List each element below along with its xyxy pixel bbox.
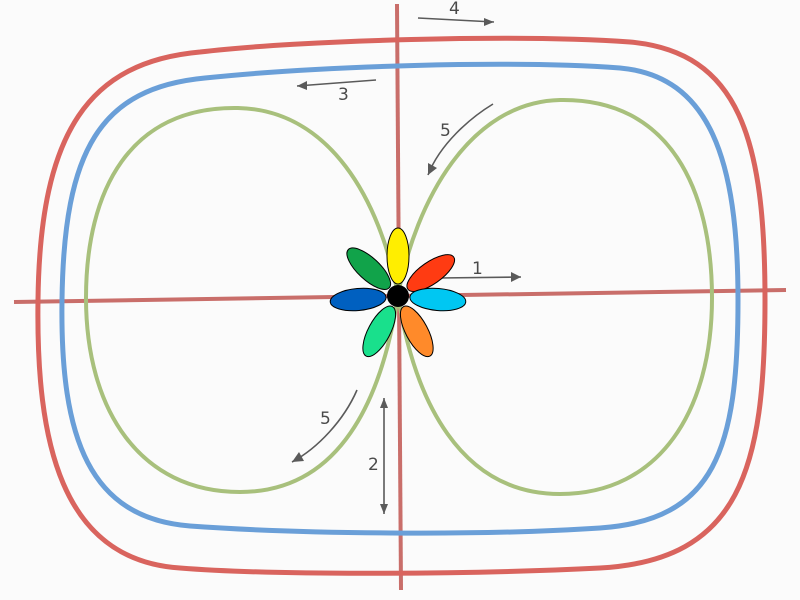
petal (409, 286, 467, 313)
arrow-4 (418, 18, 494, 26)
petal (387, 228, 409, 284)
arrow-3-head (297, 81, 307, 90)
label-route-4: 4 (449, 0, 460, 19)
label-route-1: 1 (472, 259, 483, 279)
arrow-5-bottom-head (292, 452, 304, 462)
arrow-1-head (511, 272, 521, 282)
arrow-2 (380, 398, 388, 514)
arrow-3 (297, 80, 376, 90)
label-route-5-top: 5 (440, 121, 451, 141)
arrow-2-head-top (380, 398, 388, 408)
petal (329, 286, 387, 313)
arrow-4-head (484, 18, 494, 26)
arrow-2-head-bottom (380, 504, 388, 514)
label-route-2: 2 (368, 455, 379, 475)
arrow-5-top (428, 104, 493, 175)
flower-center (387, 285, 409, 307)
label-route-5-bottom: 5 (320, 409, 331, 429)
label-route-3: 3 (338, 85, 349, 105)
